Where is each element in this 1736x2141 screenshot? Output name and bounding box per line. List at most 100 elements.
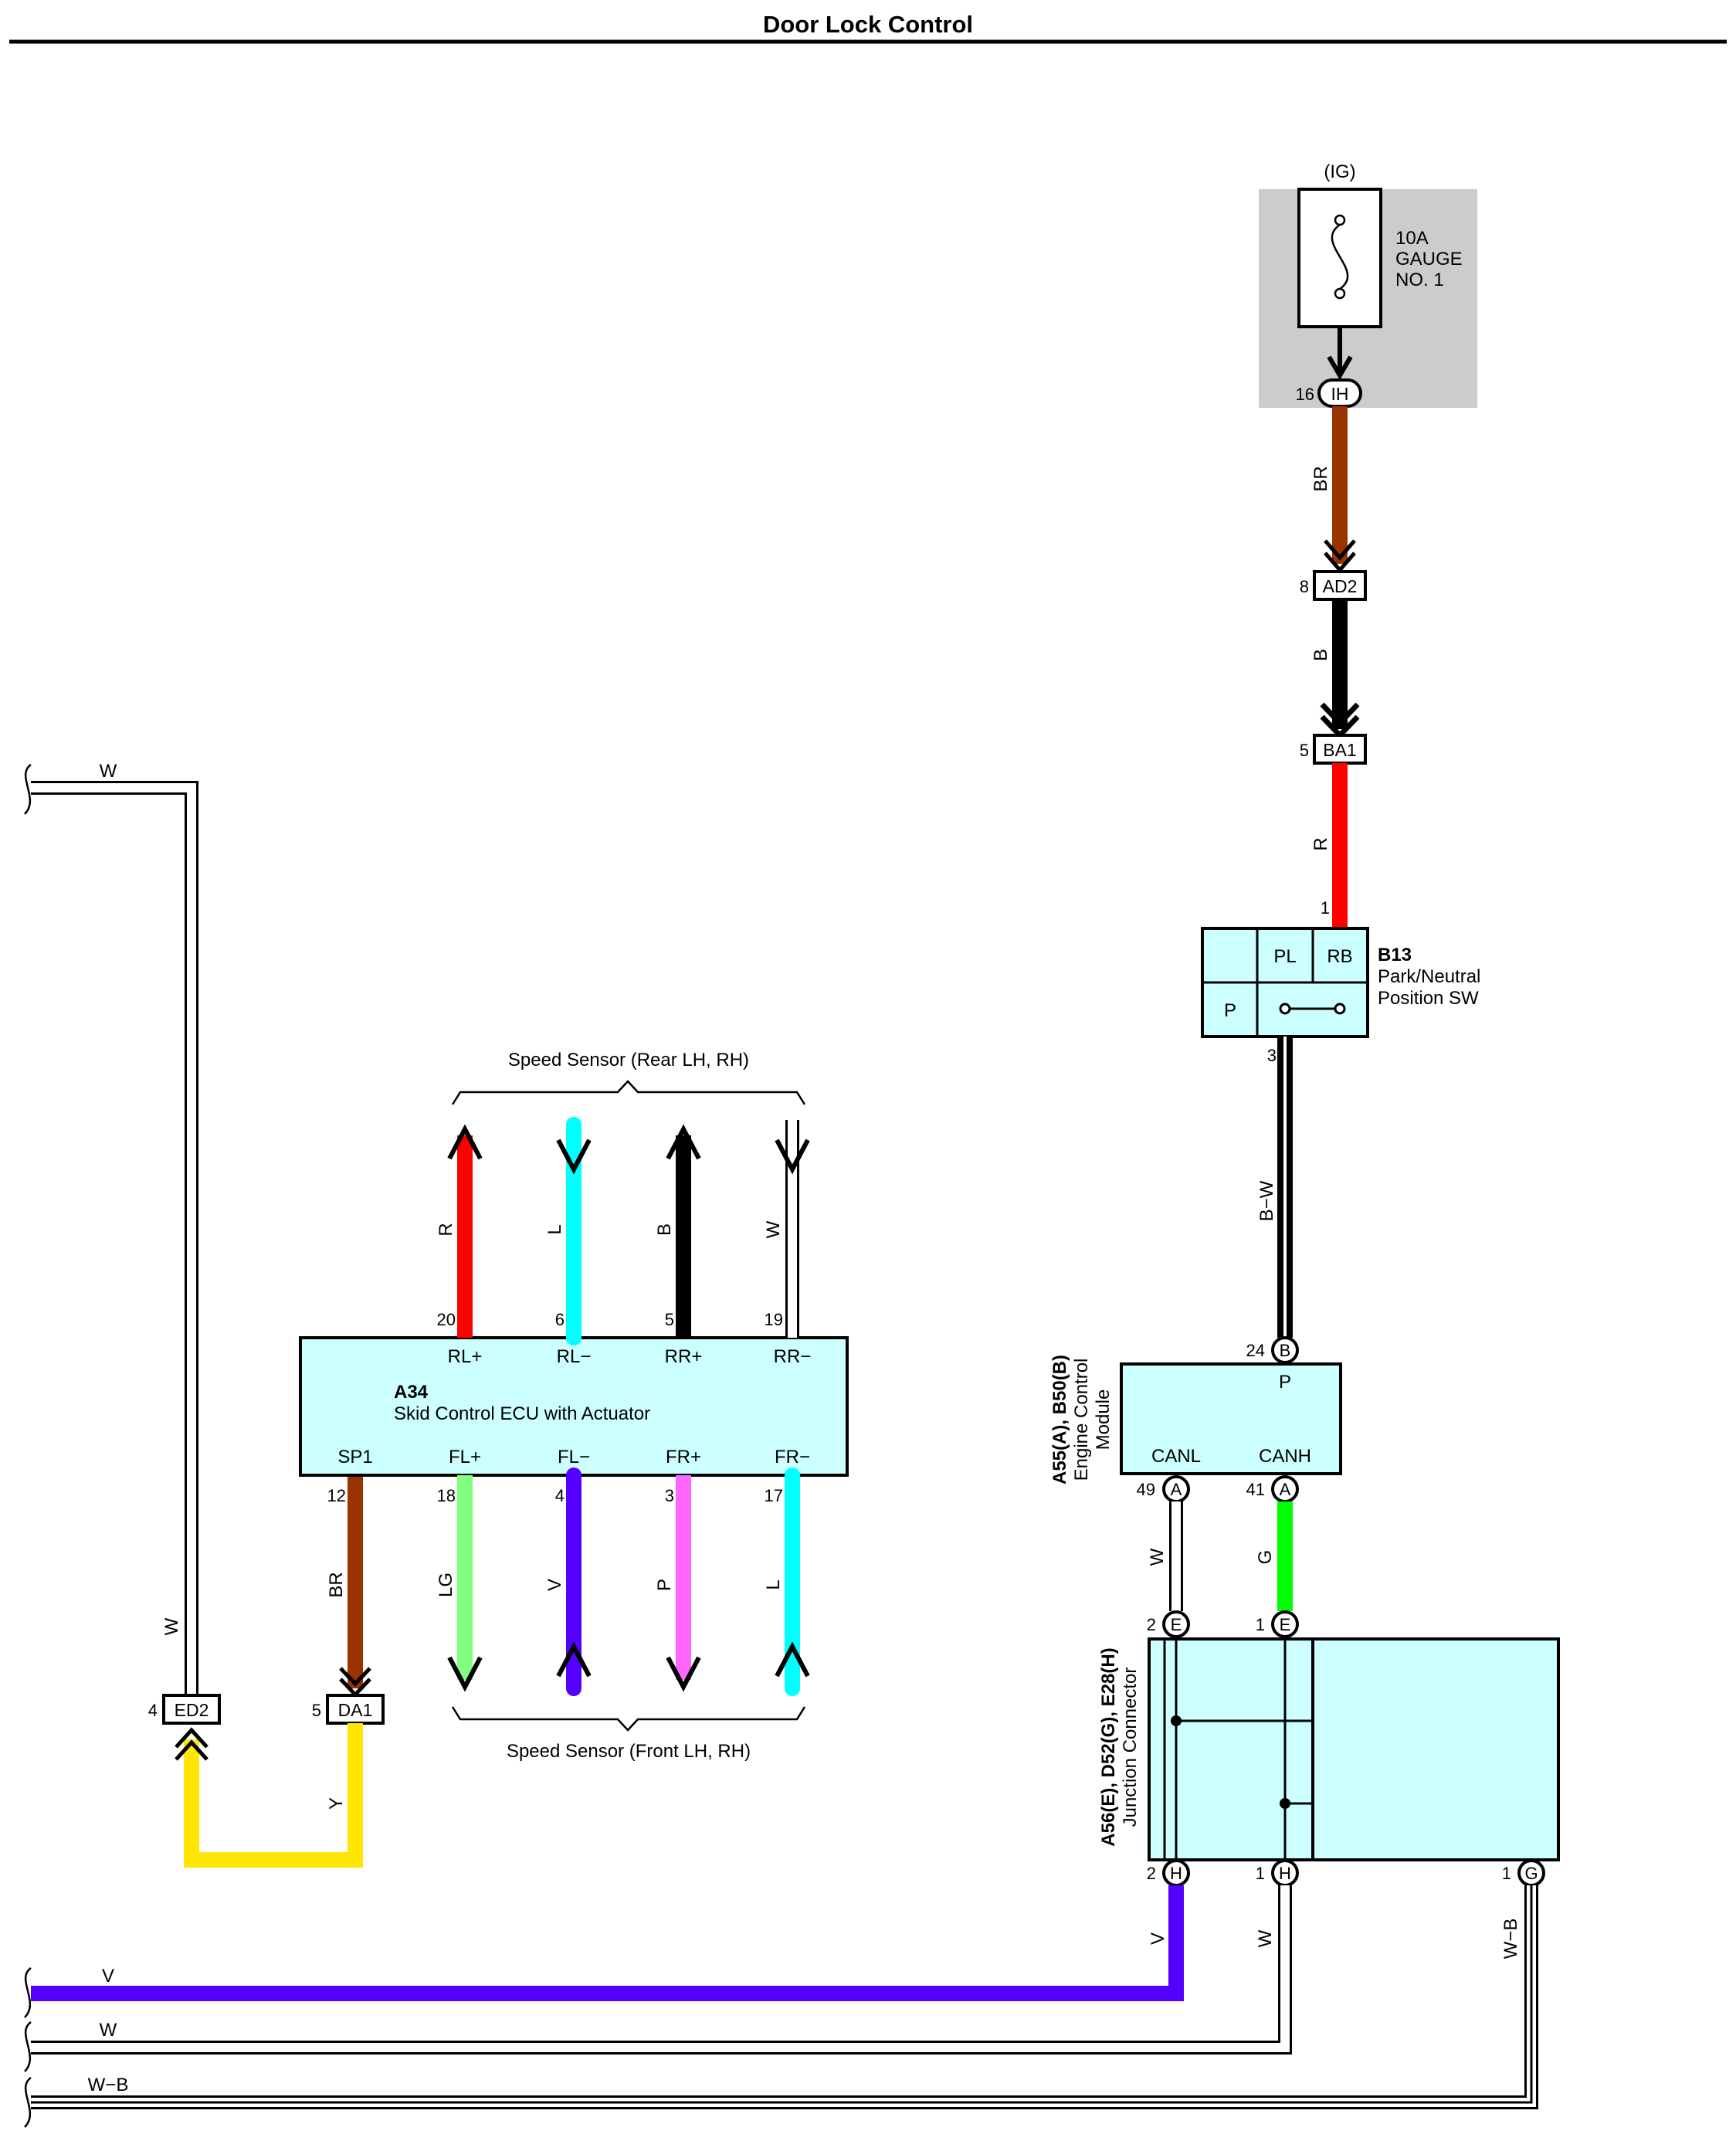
- a34-code: A34: [394, 1382, 429, 1403]
- jc-pin-h2-conn: H: [1170, 1864, 1182, 1883]
- jc-pin-h1-number: 1: [1256, 1864, 1265, 1883]
- jc-name: Junction Connector: [1120, 1668, 1141, 1827]
- fuse-name-line2: NO. 1: [1395, 270, 1444, 290]
- jc-pin-h2: H 2: [1147, 1859, 1190, 1887]
- connector-ih: IH 16: [1296, 378, 1362, 408]
- a34-pin-rl-minus: 6: [555, 1310, 565, 1329]
- a34-pin-sp1: 12: [327, 1486, 346, 1505]
- wire-fl-minus-label: V: [544, 1579, 565, 1591]
- ecm-code: A55(A), B50(B): [1049, 1355, 1070, 1484]
- b13-name-line2: Position SW: [1378, 988, 1479, 1009]
- b13-cell-pl: PL: [1273, 946, 1296, 967]
- connector-da1: DA1 5: [312, 1694, 385, 1725]
- a34-term-rr-plus: RR+: [665, 1346, 703, 1367]
- b13-cell-p: P: [1224, 1000, 1236, 1021]
- ecm-pin-canl: A 49: [1137, 1475, 1190, 1503]
- wire-h2-out: [31, 1885, 1184, 2001]
- a34-pin-rr-minus: 19: [765, 1310, 783, 1329]
- connector-ih-pin: 16: [1296, 385, 1314, 404]
- speed-sensor-rear-brace: [451, 1080, 806, 1105]
- connector-ba1-pin: 5: [1300, 741, 1309, 760]
- connector-ed2: ED2 4: [148, 1694, 221, 1725]
- speed-sensor-rear-label: Speed Sensor (Rear LH, RH): [508, 1050, 749, 1070]
- jc-pin-e2: E 2: [1147, 1610, 1190, 1638]
- jc-pin-e1-conn: E: [1280, 1615, 1291, 1634]
- wire-rr-minus-label: W: [763, 1220, 784, 1238]
- a34-pin-rl-plus: 20: [437, 1310, 456, 1329]
- wire-ad2-ba1-label: B: [1310, 649, 1331, 661]
- a34-pin-fr-plus: 3: [665, 1486, 674, 1505]
- a34-term-sp1: SP1: [337, 1447, 372, 1467]
- wire-fr-minus-label: L: [763, 1579, 784, 1590]
- connector-da1-pin: 5: [312, 1701, 321, 1720]
- wire-ih-ad2-label: BR: [1310, 466, 1331, 491]
- ecm-name-line1: Engine Control: [1071, 1359, 1092, 1481]
- jc-pin-h1: H 1: [1256, 1859, 1299, 1887]
- jc-pin-e2-number: 2: [1147, 1615, 1156, 1634]
- break-mark-top-w: [24, 763, 32, 815]
- wire-rl-plus-label: R: [436, 1223, 456, 1236]
- wire-rl-minus-label: L: [544, 1224, 565, 1234]
- speed-sensor-front-label: Speed Sensor (Front LH, RH): [507, 1741, 751, 1762]
- wire-ed2-up-label: W: [161, 1617, 182, 1635]
- b13-pin-bottom: 3: [1267, 1046, 1277, 1065]
- wire-ed2-top-run-label: W: [100, 761, 117, 782]
- ecm-pin-canh-conn: A: [1280, 1480, 1291, 1499]
- a34-pin-fr-minus: 17: [765, 1486, 783, 1505]
- a34-term-rl-plus: RL+: [448, 1346, 483, 1367]
- connector-da1-code: DA1: [338, 1700, 373, 1720]
- ecm-pin-canh-number: 41: [1246, 1480, 1265, 1499]
- wire-fr-plus-label: P: [654, 1579, 675, 1591]
- ecm-pin-p: B 24: [1246, 1336, 1299, 1364]
- break-mark-v: [24, 1966, 32, 2018]
- b13-name-line1: Park/Neutral: [1378, 966, 1480, 987]
- b13-cell-rb: RB: [1327, 946, 1352, 967]
- a34-term-fr-minus: FR−: [775, 1447, 810, 1467]
- connector-ba1-code: BA1: [1323, 740, 1356, 760]
- ecm-term-canh: CANH: [1259, 1446, 1311, 1467]
- wire-sp1-da1-label: BR: [326, 1572, 347, 1597]
- connector-ad2: AD2 8: [1300, 570, 1367, 601]
- connector-ad2-code: AD2: [1323, 576, 1358, 596]
- wire-fl-plus-label: LG: [436, 1573, 456, 1597]
- wire-da1-ed2-arrow: [175, 1727, 209, 1761]
- a34-term-fl-minus: FL−: [558, 1447, 590, 1467]
- wire-ba1-b13-label: R: [1310, 837, 1331, 850]
- fuse-supply-label: (IG): [1324, 161, 1355, 182]
- ecm-term-p: P: [1279, 1372, 1291, 1393]
- a34-term-rl-minus: RL−: [557, 1346, 592, 1367]
- ecm-body: [1120, 1362, 1342, 1475]
- b13-pin-top: 1: [1321, 898, 1330, 918]
- ecm-pin-canl-number: 49: [1137, 1480, 1155, 1499]
- fuse-name-line1: GAUGE: [1395, 249, 1463, 270]
- break-mark-wb: [24, 2076, 32, 2128]
- junction-connector-body: [1148, 1637, 1560, 1861]
- ecm-pin-canl-conn: A: [1171, 1480, 1182, 1499]
- a34-name: Skid Control ECU with Actuator: [394, 1403, 650, 1424]
- wire-da1-ed2: [184, 1723, 363, 1868]
- break-mark-w: [24, 2021, 32, 2072]
- jc-pin-e2-conn: E: [1171, 1615, 1182, 1634]
- switch-contact-icon: [1279, 1003, 1346, 1015]
- wire-sp1-da1-arrow: [339, 1667, 371, 1698]
- connector-ed2-pin: 4: [148, 1701, 158, 1720]
- fuse-lead-arrow: [1327, 355, 1353, 380]
- wire-rr-plus-arrow: [666, 1124, 701, 1160]
- wire-fl-plus-arrow: [447, 1656, 483, 1692]
- wire-ed2-top-run: [31, 781, 198, 1695]
- jc-pin-g1-conn: G: [1524, 1864, 1538, 1883]
- ecm-pin-canh: A 41: [1246, 1475, 1299, 1503]
- speed-sensor-front-brace: [451, 1706, 806, 1732]
- wire-b13-ecm-label: B−W: [1256, 1180, 1277, 1221]
- wire-h1-out: [31, 1885, 1292, 2054]
- b13-park-neutral-switch: PL RB P: [1201, 927, 1369, 1038]
- fuse-rating: 10A: [1395, 228, 1429, 249]
- wire-fr-minus-arrow: [775, 1641, 810, 1678]
- a34-pin-fl-plus: 18: [437, 1486, 456, 1505]
- wire-h2-out-label: V: [1148, 1932, 1168, 1945]
- a34-term-rr-minus: RR−: [774, 1346, 812, 1367]
- wire-fr-plus-arrow: [666, 1656, 701, 1692]
- wire-canl-label: W: [1147, 1548, 1168, 1566]
- fuse-icon: [1331, 214, 1349, 300]
